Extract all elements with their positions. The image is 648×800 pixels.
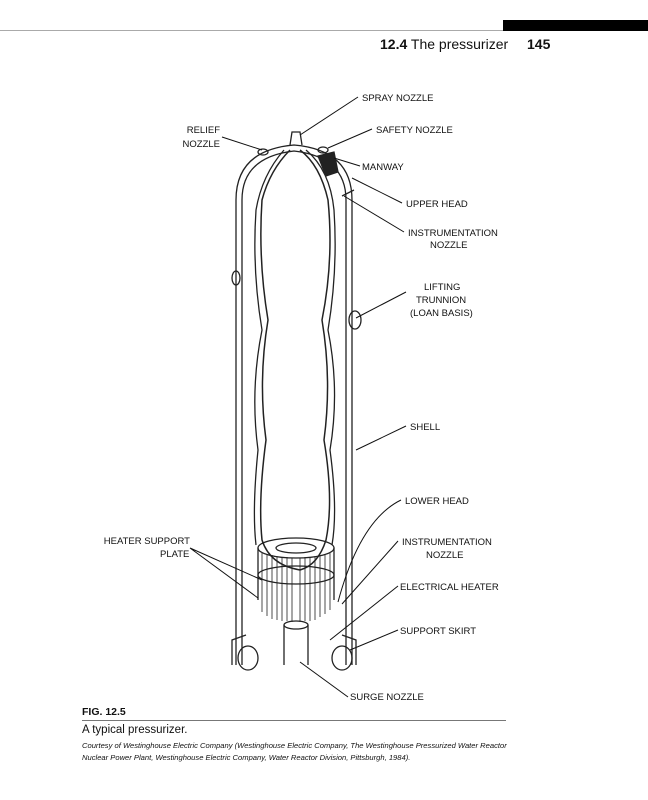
section-number: 12.4 bbox=[380, 36, 408, 52]
running-head: 12.4 The pressurizer bbox=[380, 36, 508, 52]
label-instr-lower-1: INSTRUMENTATION bbox=[402, 537, 492, 548]
label-trunnion-2: TRUNNION bbox=[416, 295, 466, 306]
figure-number: FIG. 12.5 bbox=[82, 706, 126, 718]
label-electrical-heater: ELECTRICAL HEATER bbox=[400, 582, 499, 593]
label-upper-head: UPPER HEAD bbox=[406, 199, 468, 210]
label-heater-plate-1: HEATER SUPPORT bbox=[104, 536, 190, 547]
leader-lines bbox=[189, 96, 407, 698]
label-instr-upper-2: NOZZLE bbox=[430, 240, 467, 251]
label-support-skirt: SUPPORT SKIRT bbox=[400, 626, 476, 637]
vessel-drawing bbox=[231, 131, 362, 671]
page-number: 145 bbox=[527, 36, 551, 52]
figure-credit: Courtesy of Westinghouse Electric Compan… bbox=[82, 741, 507, 762]
figure-rule bbox=[82, 720, 506, 721]
label-spray-nozzle: SPRAY NOZZLE bbox=[362, 93, 433, 104]
label-manway: MANWAY bbox=[362, 162, 404, 173]
label-instr-upper-1: INSTRUMENTATION bbox=[408, 228, 498, 239]
pressurizer-diagram: SPRAY NOZZLE RELIEF NOZZLE SAFETY NOZZLE… bbox=[104, 93, 499, 700]
label-instr-lower-2: NOZZLE bbox=[426, 550, 463, 561]
label-safety-nozzle: SAFETY NOZZLE bbox=[376, 125, 453, 136]
label-relief-nozzle-1: RELIEF bbox=[187, 125, 220, 136]
label-relief-nozzle-2: NOZZLE bbox=[183, 139, 220, 150]
label-surge-nozzle: SURGE NOZZLE bbox=[350, 692, 424, 700]
header-rule bbox=[0, 30, 504, 31]
label-trunnion-1: LIFTING bbox=[424, 282, 460, 293]
label-lower-head: LOWER HEAD bbox=[405, 496, 469, 507]
figure-caption: A typical pressurizer. bbox=[82, 724, 188, 736]
diagram-labels: SPRAY NOZZLE RELIEF NOZZLE SAFETY NOZZLE… bbox=[104, 93, 499, 700]
label-trunnion-3: (LOAN BASIS) bbox=[410, 308, 473, 319]
header-bar bbox=[503, 20, 648, 31]
section-title: The pressurizer bbox=[410, 36, 509, 52]
label-shell: SHELL bbox=[410, 422, 440, 433]
label-heater-plate-2: PLATE bbox=[160, 549, 189, 560]
vessel-shell bbox=[235, 144, 353, 665]
